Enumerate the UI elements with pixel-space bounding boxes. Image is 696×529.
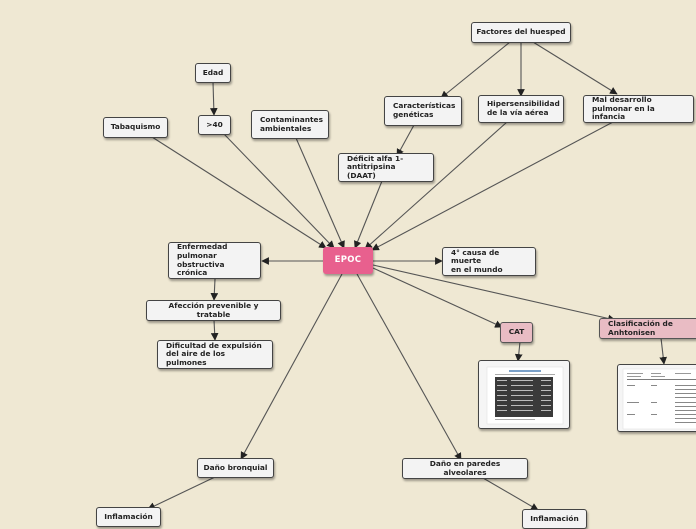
anthonisen-table-image [622, 368, 696, 430]
edge-epoc-danobronquial [240, 273, 343, 460]
edge-factores-maldesarrollo [532, 41, 618, 95]
edge-danobronquial-inflamacion [147, 476, 216, 510]
node-dano-bronquial[interactable]: Daño bronquial [197, 458, 274, 478]
node-label: Tabaquismo [110, 122, 161, 132]
node-caracteristicas-geneticas[interactable]: Características genéticas [384, 96, 462, 126]
edge-mayor40-epoc [223, 133, 335, 249]
node-label: Contaminantes ambientales [260, 114, 323, 133]
node-cuarta-causa[interactable]: 4° causa de muerte en el mundo [442, 247, 536, 276]
node-label: Edad [202, 67, 224, 77]
node-label: Déficit alfa 1- antitripsina (DAAT) [347, 153, 404, 180]
node-label: Inflamación [530, 513, 579, 523]
edge-afeccion-dificultad [210, 319, 219, 341]
edge-caracteristicas-daat [396, 124, 415, 157]
node-epoc[interactable]: EPOC [323, 247, 373, 274]
node-contaminantes[interactable]: Contaminantes ambientales [251, 110, 329, 139]
node-label: Clasificación de Anhtonisen [608, 318, 673, 337]
node-label: Factores del huesped [476, 27, 566, 37]
node-label: Inflamación [104, 511, 153, 521]
node-inflamacion-alveolar[interactable]: Inflamación [522, 509, 587, 529]
edge-enfermedad-afeccion [210, 278, 219, 301]
edge-clasificacion-image [659, 337, 668, 365]
edge-epoc-cat [372, 267, 503, 328]
node-cat[interactable]: CAT [500, 322, 533, 343]
node-label: Dificultad de expulsión del aire de los … [166, 340, 262, 367]
node-mayor-40[interactable]: >40 [198, 115, 231, 135]
edge-epoc-clasificacion [372, 264, 616, 323]
edge-edad-mayor40 [209, 81, 218, 116]
node-enfermedad-pulmonar[interactable]: Enfermedad pulmonar obstructiva crónica [168, 242, 261, 279]
edge-cat-image [514, 341, 523, 362]
node-label: Características genéticas [393, 101, 456, 119]
edge-factores-caracteristicas [440, 41, 511, 99]
node-label: EPOC [334, 254, 362, 265]
anthonisen-image-node[interactable] [617, 364, 696, 432]
node-label: Hipersensibilidad de la vía aérea [487, 99, 560, 117]
node-dificultad[interactable]: Dificultad de expulsión del aire de los … [157, 340, 273, 369]
node-label: Enfermedad pulmonar obstructiva crónica [177, 242, 228, 278]
node-label: 4° causa de muerte en el mundo [451, 247, 503, 274]
node-mal-desarrollo[interactable]: Mal desarrollo pulmonar en la infancia [583, 95, 694, 123]
node-afeccion[interactable]: Afección prevenible y tratable [146, 300, 281, 321]
cat-image-node[interactable] [478, 360, 570, 429]
node-label: CAT [508, 327, 525, 337]
node-tabaquismo[interactable]: Tabaquismo [103, 117, 168, 138]
edge-epoc-danoalveolar [356, 273, 462, 461]
cat-table-image [486, 366, 564, 425]
node-inflamacion-bronquial[interactable]: Inflamación [96, 507, 161, 527]
edge-danoalveolar-inflamacion [482, 477, 539, 511]
edge-daat-epoc [354, 180, 383, 249]
node-label: Daño en paredes alveolares [429, 458, 501, 477]
node-label: >40 [206, 119, 223, 129]
node-edad[interactable]: Edad [195, 63, 231, 83]
node-hipersensibilidad[interactable]: Hipersensibilidad de la vía aérea [478, 95, 564, 123]
edge-hipersensibilidad-epoc [364, 121, 508, 250]
node-label: Mal desarrollo pulmonar en la infancia [592, 95, 655, 122]
node-label: Daño bronquial [203, 462, 268, 472]
node-label: Afección prevenible y tratable [168, 300, 259, 319]
edge-contaminantes-epoc [295, 137, 345, 249]
node-dano-alveolar[interactable]: Daño en paredes alveolares [402, 458, 528, 479]
node-clasificacion[interactable]: Clasificación de Anhtonisen [599, 318, 696, 339]
node-daat[interactable]: Déficit alfa 1- antitripsina (DAAT) [338, 153, 434, 182]
edge-tabaquismo-epoc [151, 136, 327, 249]
edge-maldesarrollo-epoc [371, 121, 614, 251]
node-factores-huesped[interactable]: Factores del huesped [471, 22, 571, 43]
